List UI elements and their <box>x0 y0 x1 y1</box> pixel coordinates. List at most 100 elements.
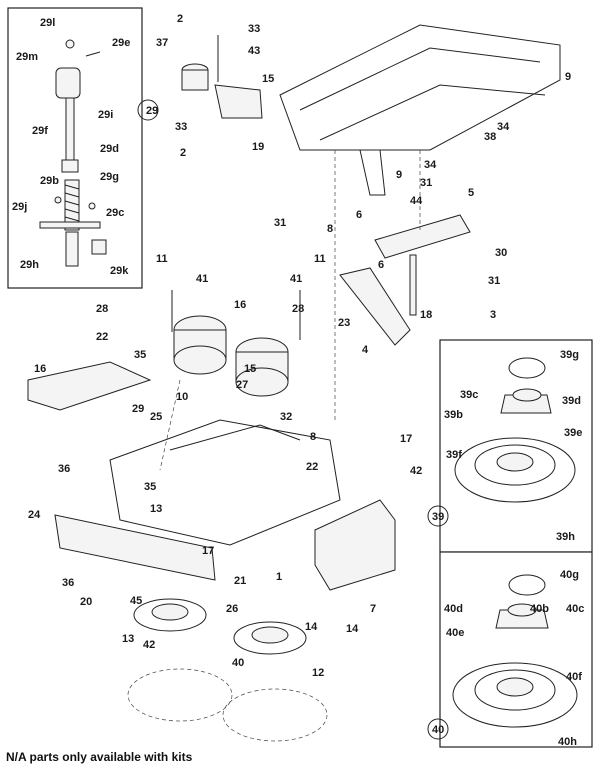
inset-40-frame <box>439 551 593 748</box>
actuator-pin <box>65 39 75 49</box>
callout-inset_29.callouts-29g: 29g <box>100 171 119 183</box>
callout-main_callouts-20: 20 <box>80 596 92 608</box>
callout-main_callouts-32: 32 <box>280 411 292 423</box>
callout-main_callouts-15: 15 <box>244 363 256 375</box>
callout-inset_39.callouts-39g: 39g <box>560 349 579 361</box>
callout-main_callouts-13: 13 <box>150 503 162 515</box>
callout-main_callouts-17: 17 <box>400 433 412 445</box>
callout-main_callouts-35: 35 <box>144 481 156 493</box>
linkage-30 <box>374 214 471 259</box>
callout-inset_29.callouts-29l: 29l <box>40 17 55 29</box>
callout-main_callouts-29: 29 <box>132 403 144 415</box>
callout-inset_39.callouts-39c: 39c <box>460 389 478 401</box>
callout-main_callouts-27: 27 <box>236 379 248 391</box>
blade-path-left <box>127 668 233 722</box>
callout-main_callouts-37: 37 <box>156 37 168 49</box>
callout-main_callouts-40: 40 <box>232 657 244 669</box>
callout-main_callouts-22: 22 <box>96 331 108 343</box>
callout-main_callouts-36: 36 <box>58 463 70 475</box>
callout-main_callouts-4: 4 <box>362 344 369 356</box>
inset-39 <box>439 339 593 553</box>
inset-29 <box>7 7 143 289</box>
callout-main_callouts-6: 6 <box>356 209 362 221</box>
callout-inset_40.callouts-40c: 40c <box>566 603 584 615</box>
callout-main_callouts-33: 33 <box>175 121 187 133</box>
callout-inset_29.callouts-29b: 29b <box>40 175 59 187</box>
chassis-frame <box>279 24 561 151</box>
callout-main_callouts-42: 42 <box>410 465 422 477</box>
inset-39-brake-drum <box>454 437 576 503</box>
inset-40-brake-drum <box>452 662 578 728</box>
callout-main_callouts-34: 34 <box>497 121 510 133</box>
inset-39-frame <box>439 339 593 553</box>
inset-40-snap-ring <box>508 574 546 596</box>
callout-main_callouts-23: 23 <box>338 317 350 329</box>
actuator-tube <box>65 231 79 267</box>
actuator-plate <box>39 221 101 229</box>
callout-main_callouts-28: 28 <box>96 303 108 315</box>
callout-main_callouts-5: 5 <box>468 187 474 199</box>
inset-39-box-label: 39 <box>432 511 444 523</box>
callout-main_callouts-7: 7 <box>370 603 376 615</box>
inset-40-box-label: 40 <box>432 724 444 736</box>
callout-main_callouts-25: 25 <box>150 411 162 423</box>
callout-inset_29.callouts-29f: 29f <box>32 125 48 137</box>
callout-main_callouts-16: 16 <box>234 299 246 311</box>
inset-29-box-label: 29 <box>146 105 158 117</box>
actuator-motor <box>55 67 81 99</box>
callout-main_callouts-8: 8 <box>310 431 316 443</box>
callout-main_callouts-38: 38 <box>484 131 496 143</box>
callout-inset_29.callouts-29h: 29h <box>20 259 39 271</box>
spindle-assembly-39 <box>233 621 307 655</box>
callout-main_callouts-41: 41 <box>196 273 208 285</box>
callout-main_callouts-11: 11 <box>314 253 326 265</box>
callout-main_callouts-42: 42 <box>143 639 155 651</box>
callout-main_callouts-21: 21 <box>234 575 246 587</box>
callout-main_callouts-3: 3 <box>490 309 496 321</box>
callout-main_callouts-2: 2 <box>177 13 183 25</box>
callout-inset_40.callouts-40g: 40g <box>560 569 579 581</box>
callout-main_callouts-31: 31 <box>274 217 286 229</box>
callout-inset_40.callouts-40f: 40f <box>566 671 582 683</box>
actuator-29 <box>339 267 411 346</box>
callout-main_callouts-14: 14 <box>305 621 318 633</box>
callout-main_callouts-34: 34 <box>424 159 437 171</box>
callout-inset_40.callouts-40b: 40b <box>530 603 549 615</box>
actuator-bracket <box>91 239 107 255</box>
callout-inset_29.callouts-29c: 29c <box>106 207 124 219</box>
callout-main_callouts-31: 31 <box>488 275 500 287</box>
callout-inset_29.callouts-29m: 29m <box>16 51 38 63</box>
arm-18 <box>409 254 417 316</box>
callout-inset_39.callouts-39d: 39d <box>562 395 581 407</box>
mower-deck <box>109 419 341 546</box>
callout-inset_39.callouts-39e: 39e <box>564 427 582 439</box>
callout-main_callouts-2: 2 <box>180 147 186 159</box>
callout-inset_29.callouts-29j: 29j <box>12 201 27 213</box>
inset-40 <box>439 551 593 748</box>
callout-main_callouts-9: 9 <box>565 71 571 83</box>
callout-main_callouts-24: 24 <box>28 509 41 521</box>
callout-main_callouts-36: 36 <box>62 577 74 589</box>
side-chute-26 <box>314 499 396 591</box>
baffle-27 <box>27 361 152 411</box>
callout-main_callouts-6: 6 <box>378 259 384 271</box>
callout-main_callouts-13: 13 <box>122 633 134 645</box>
callout-main_callouts-43: 43 <box>248 45 260 57</box>
blade-path-right <box>222 688 328 742</box>
skirt-21 <box>54 514 216 581</box>
callout-inset_40.callouts-40h: 40h <box>558 736 577 748</box>
callout-main_callouts-9: 9 <box>396 169 402 181</box>
callout-inset_39.callouts-39b: 39b <box>444 409 463 421</box>
callout-main_callouts-8: 8 <box>327 223 333 235</box>
callout-main_callouts-17: 17 <box>202 545 214 557</box>
callout-inset_40.callouts-40e: 40e <box>446 627 464 639</box>
callout-main_callouts-14: 14 <box>346 623 359 635</box>
actuator-collar <box>61 159 79 173</box>
callout-main_callouts-35: 35 <box>134 349 146 361</box>
callout-inset_29.callouts-29d: 29d <box>100 143 119 155</box>
callout-main_callouts-16: 16 <box>34 363 46 375</box>
callout-main_callouts-41: 41 <box>290 273 302 285</box>
inset-39-snap-ring <box>508 357 546 379</box>
callout-main_callouts-28: 28 <box>292 303 304 315</box>
callout-main_callouts-33: 33 <box>248 23 260 35</box>
